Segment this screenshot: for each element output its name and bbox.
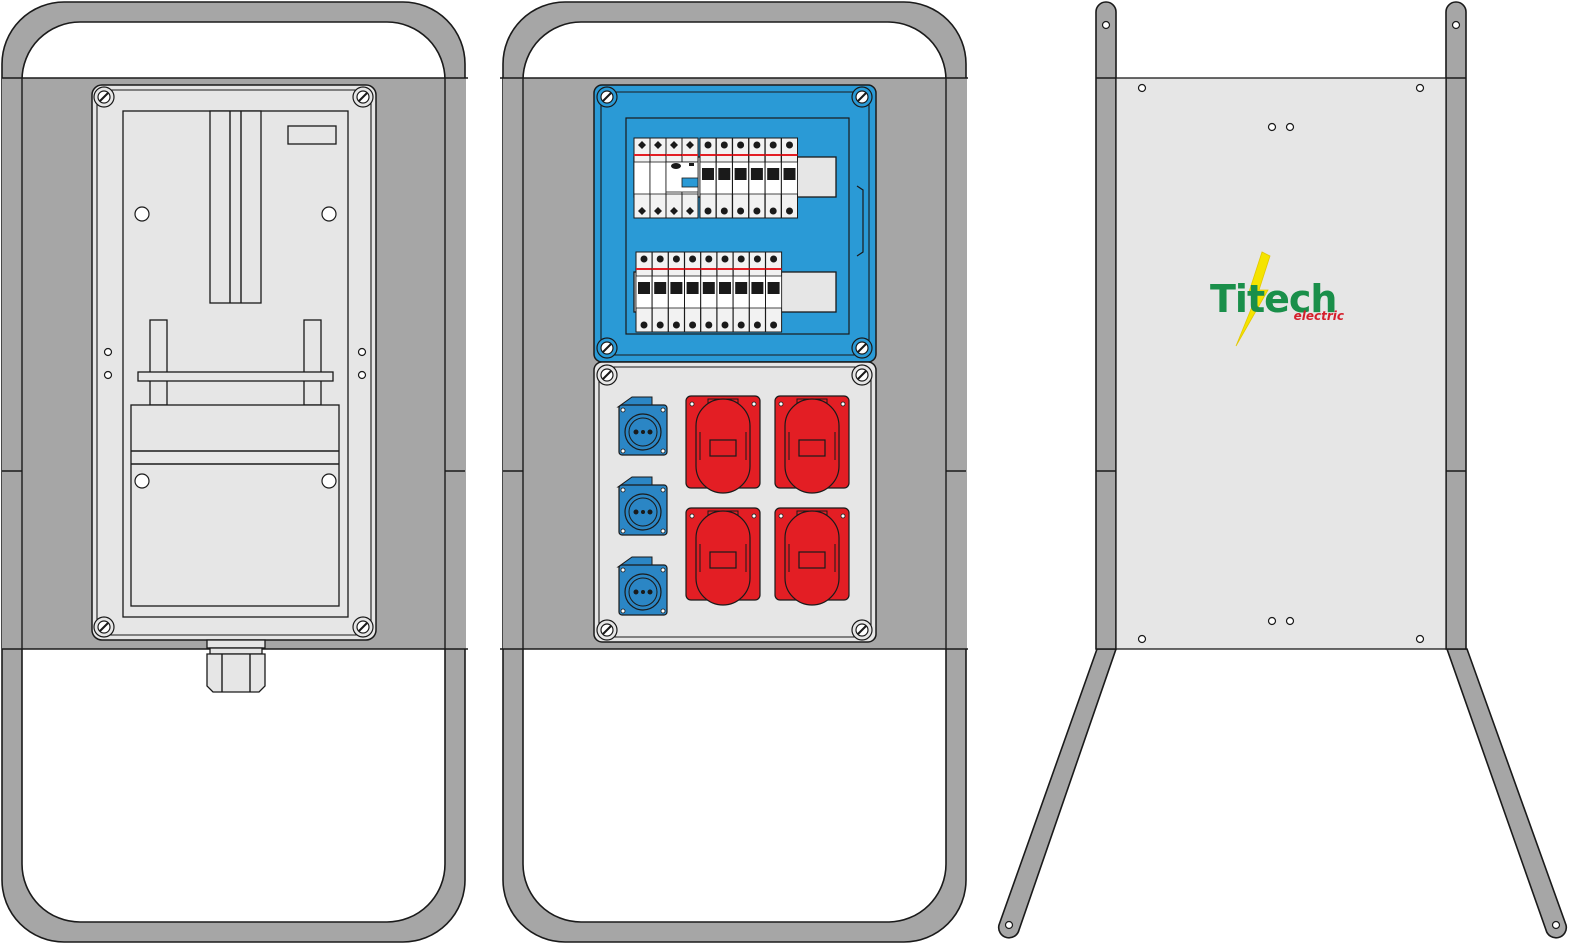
terminal-cover [130,404,340,607]
socket-cee-red [774,507,850,606]
rcd-switch [665,161,699,193]
screw-icon [352,86,374,108]
screw-icon [596,619,618,641]
screw-icon [93,616,115,638]
stand-post-left [1095,1,1117,650]
screw-icon [851,86,873,108]
screw-icon [352,616,374,638]
housing-screws [93,86,873,641]
frame-tube-middle [502,1,967,943]
unit-right-stand-rear: Titech electric [997,1,1568,939]
circuit-breaker [684,251,702,333]
circuit-breaker [700,251,718,333]
logo-tagline: electric [1294,309,1344,323]
circuit-breaker [732,137,750,219]
circuit-breaker [732,251,750,333]
screw-icon [596,86,618,108]
screw-icon [851,337,873,359]
titech-logo: Titech electric [1210,251,1344,347]
socket-230v [616,556,668,616]
circuit-breaker [699,137,717,219]
circuit-breaker [649,137,667,219]
screw-icon [851,364,873,386]
circuit-breaker [635,251,653,333]
rcd-test-button [681,177,699,188]
logo-brand-name: Titech [1210,277,1336,321]
label-slot [287,125,337,145]
socket-230v [616,396,668,456]
socket-group-cee [685,395,850,606]
socket-group-230v [616,396,668,616]
cable-gland [206,639,266,693]
unit-left-meter-cabinet [1,1,468,943]
circuit-breaker [764,137,782,219]
screw-icon [851,619,873,641]
circuit-breaker [715,137,733,219]
circuit-breaker [651,251,669,333]
socket-cee-red [685,395,761,494]
socket-cee-red [774,395,850,494]
circuit-breaker [748,137,766,219]
circuit-breaker [633,137,651,219]
breaker-row-2 [635,251,783,333]
circuit-breaker [716,251,734,333]
breaker-row-1 [633,137,798,219]
unit-middle-distribution [500,1,968,943]
socket-cee-red [685,507,761,606]
socket-230v [616,476,668,536]
lightning-bolt-icon [1235,251,1271,347]
frame-tube-left [1,1,466,943]
stand-leg-right [1445,648,1568,939]
circuit-breaker [781,137,798,219]
circuit-breaker [765,251,783,333]
screw-icon [596,364,618,386]
circuit-breaker [748,251,766,333]
stand-leg-left [997,648,1118,939]
screw-icon [93,86,115,108]
rear-panel [1115,77,1447,650]
circuit-breaker [667,251,685,333]
stand-post-right [1445,1,1467,650]
screw-icon [596,337,618,359]
